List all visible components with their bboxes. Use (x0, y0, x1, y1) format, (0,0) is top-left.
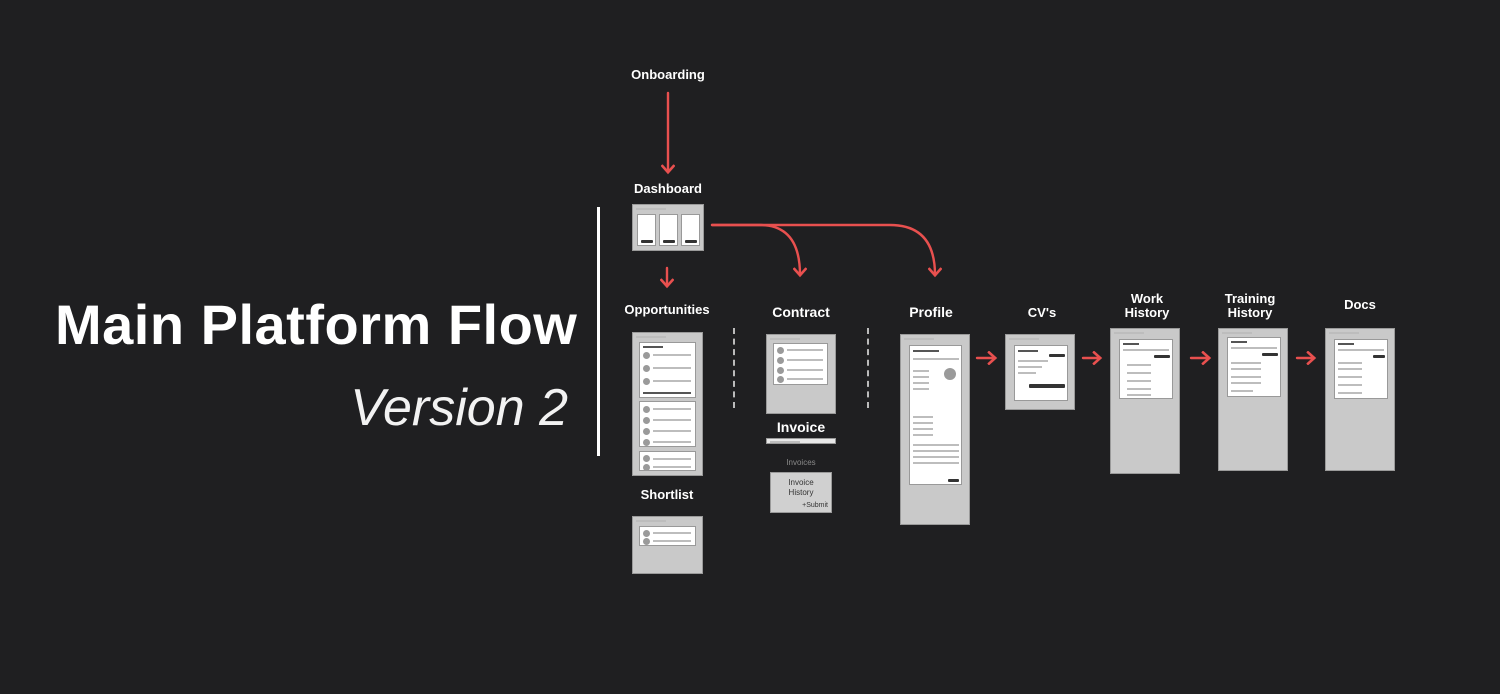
dashed-separator (733, 328, 735, 408)
vertical-divider (597, 207, 600, 456)
arrow-dashboard-to-profile (710, 223, 935, 275)
shortlist-screen[interactable] (632, 516, 703, 574)
profile-screen[interactable] (900, 334, 970, 525)
invoice-screen-header (766, 438, 836, 444)
contract-screen[interactable] (766, 334, 836, 414)
submit-invoice-button[interactable]: +Submit (802, 502, 828, 509)
docs-screen[interactable] (1325, 328, 1395, 471)
invoices-caption: Invoices (786, 458, 816, 467)
invoice-history-title: Invoice History (788, 478, 814, 497)
label-shortlist: Shortlist (640, 487, 694, 502)
label-onboarding: Onboarding (631, 67, 705, 82)
cvs-screen[interactable] (1005, 334, 1075, 410)
version-subtitle: Version 2 (350, 379, 568, 437)
label-profile: Profile (909, 304, 953, 320)
label-training-history: Training History (1224, 291, 1276, 320)
label-cvs: CV's (1027, 305, 1057, 320)
arrow-dashboard-to-contract (710, 223, 800, 275)
label-work-history: Work History (1124, 291, 1170, 320)
label-opportunities: Opportunities (624, 302, 710, 317)
training-history-screen[interactable] (1218, 328, 1288, 471)
invoice-history-card[interactable]: Invoice History +Submit (770, 472, 832, 513)
dashed-separator (867, 328, 869, 408)
dashboard-screen[interactable] (632, 204, 704, 251)
opportunities-screen[interactable] (632, 332, 703, 476)
label-dashboard: Dashboard (634, 181, 702, 196)
label-contract: Contract (772, 304, 830, 320)
work-history-screen[interactable] (1110, 328, 1180, 474)
label-docs: Docs (1344, 297, 1376, 312)
main-title: Main Platform Flow (55, 293, 578, 356)
label-invoice: Invoice (776, 419, 826, 435)
